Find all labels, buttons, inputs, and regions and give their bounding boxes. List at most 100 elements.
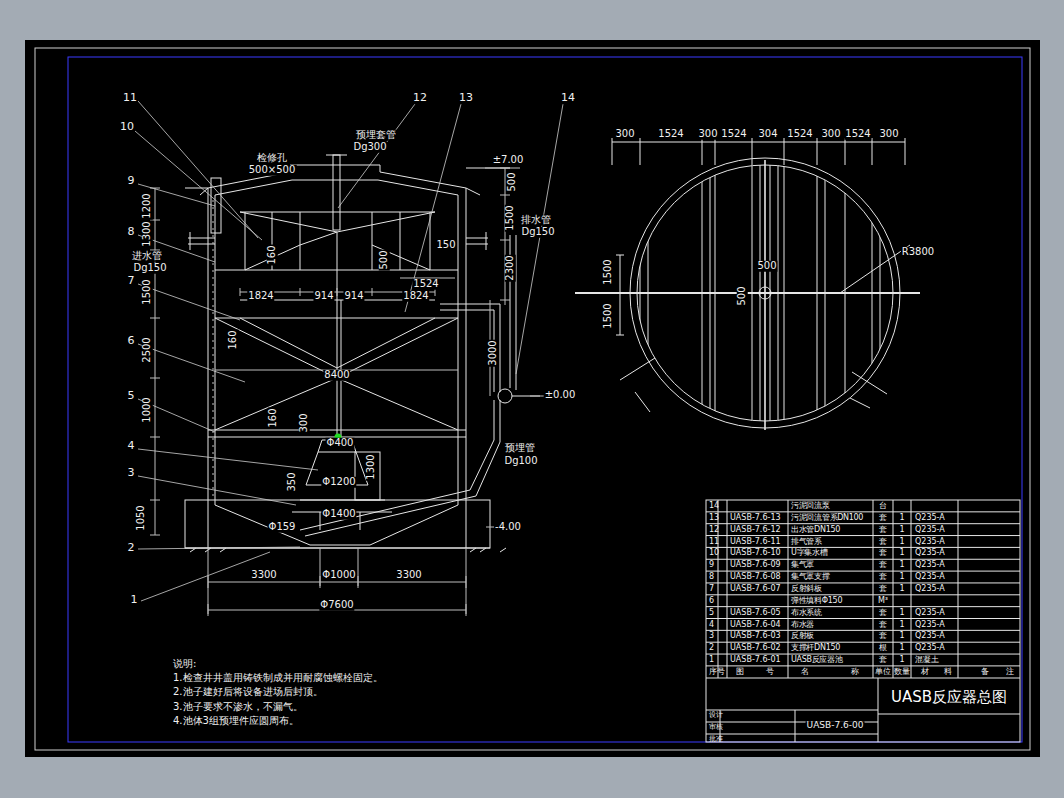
table-cell: 反射板	[790, 632, 815, 640]
table-cell: 套	[878, 585, 888, 593]
callout-number: 2	[127, 542, 136, 554]
plan-dimension: 300	[820, 129, 841, 140]
plan-dimension: 1524	[844, 129, 871, 140]
elevation-annotation: 300	[299, 412, 310, 433]
table-cell: 布水系统	[790, 608, 823, 616]
drawing-number: UASB-7.6-00	[806, 721, 865, 730]
elevation-annotation: ±7.00	[492, 155, 525, 166]
dimension-lines	[150, 168, 545, 616]
table-cell: U字集水槽	[790, 549, 828, 557]
table-cell: Q235-A	[914, 608, 946, 616]
elevation-annotation: Φ400	[326, 438, 355, 449]
elevation-annotation: 1000	[142, 396, 153, 423]
elevation-annotation: 3300	[395, 570, 422, 581]
elevation-annotation: 350	[287, 471, 298, 492]
plan-dimension: 1524	[720, 129, 747, 140]
table-cell: 1	[898, 514, 905, 522]
table-cell: 污泥回流泵	[790, 502, 831, 510]
table-cell: 套	[878, 608, 888, 616]
table-cell: 3	[708, 632, 715, 640]
table-cell: 1	[898, 549, 905, 557]
sheet	[25, 40, 1040, 757]
elevation-annotation: Dg300	[352, 142, 387, 153]
table-cell: Q235-A	[914, 561, 946, 569]
table-header: 号	[765, 668, 775, 676]
elevation-annotation: Dg150	[520, 227, 555, 238]
table-header: 名	[800, 668, 810, 676]
table-cell: UASB-7.6-13	[729, 514, 782, 522]
table-cell: 根	[878, 644, 888, 652]
leader-lines	[135, 101, 563, 601]
elevation-annotation: 1524	[412, 279, 439, 290]
table-cell: 套	[878, 537, 888, 545]
table-cell: 1	[898, 620, 905, 628]
callout-number: 7	[127, 275, 136, 287]
elevation-annotation: Dg150	[132, 263, 167, 274]
table-cell: 1	[708, 656, 715, 664]
table-cell: 套	[878, 561, 888, 569]
table-cell: 套	[878, 514, 888, 522]
table-cell: 11	[708, 537, 720, 545]
table-header: 料	[943, 668, 953, 676]
plan-view	[575, 138, 920, 440]
table-cell: Q235-A	[914, 585, 946, 593]
table-header: 序号	[708, 668, 726, 676]
table-header: 备	[980, 668, 990, 676]
table-header: 材	[920, 668, 930, 676]
table-cell: 排气管系	[790, 537, 823, 545]
table-cell: UASB-7.6-01	[729, 656, 782, 664]
elevation-annotation: 500	[507, 171, 518, 192]
table-cell: Q235-A	[914, 537, 946, 545]
table-cell: Q235-A	[914, 632, 946, 640]
table-cell: UASB反应器池	[790, 656, 844, 664]
callout-number: 3	[127, 467, 136, 479]
elevation-annotation: Φ159	[268, 522, 297, 533]
table-cell: 14	[708, 502, 720, 510]
table-cell: 7	[708, 585, 715, 593]
plan-dimension: 1524	[657, 129, 684, 140]
table-cell: 套	[878, 525, 888, 533]
elevation-annotation: 1300	[366, 453, 377, 480]
elevation-annotation: 8400	[323, 370, 350, 381]
inner-frame	[68, 57, 1022, 742]
table-cell: UASB-7.6-12	[729, 525, 782, 533]
table-cell: 13	[708, 514, 720, 522]
callout-number: 8	[127, 226, 136, 238]
table-cell: 出水管DN150	[790, 525, 841, 533]
table-cell: 套	[878, 620, 888, 628]
plan-dimension: 1500	[603, 258, 614, 285]
table-cell: 套	[878, 573, 888, 581]
elevation-annotation: Φ1400	[321, 509, 356, 520]
table-cell: 1	[898, 632, 905, 640]
table-header: 单位	[874, 668, 892, 676]
table-cell: 台	[878, 502, 888, 510]
elevation-annotation: 160	[268, 407, 279, 428]
table-cell: 污泥回流管系DN100	[790, 514, 864, 522]
plan-dimension: R3800	[901, 247, 935, 258]
note-text: 4.池体3组预埋件应圆周布。	[172, 716, 300, 727]
table-cell: UASB-7.6-05	[729, 608, 782, 616]
elevation-annotation: 1300	[142, 220, 153, 247]
table-cell: 1	[898, 608, 905, 616]
plan-dimension: 1500	[603, 302, 614, 329]
elevation-annotation: 1050	[136, 504, 147, 531]
elevation-annotation: 500×500	[248, 165, 297, 176]
signature-label: 设计	[708, 712, 724, 719]
outer-frame	[35, 48, 1030, 750]
table-cell: 弹性填料Φ150	[790, 597, 843, 605]
table-cell: 1	[898, 585, 905, 593]
table-header: 称	[850, 668, 860, 676]
table-header: 注	[1005, 668, 1015, 676]
callout-number: 12	[412, 92, 428, 104]
table-cell: 12	[708, 525, 720, 533]
table-cell: UASB-7.6-07	[729, 585, 782, 593]
elevation-annotation: 500	[379, 249, 390, 270]
elevation-annotation: 排水管	[520, 215, 552, 226]
elevation-annotation: Φ7600	[319, 600, 354, 611]
table-cell: 套	[878, 632, 888, 640]
table-cell: 5	[708, 608, 715, 616]
table-cell: UASB-7.6-08	[729, 573, 782, 581]
elevation-annotation: 1500	[142, 278, 153, 305]
elevation-annotation: Φ1200	[321, 477, 356, 488]
